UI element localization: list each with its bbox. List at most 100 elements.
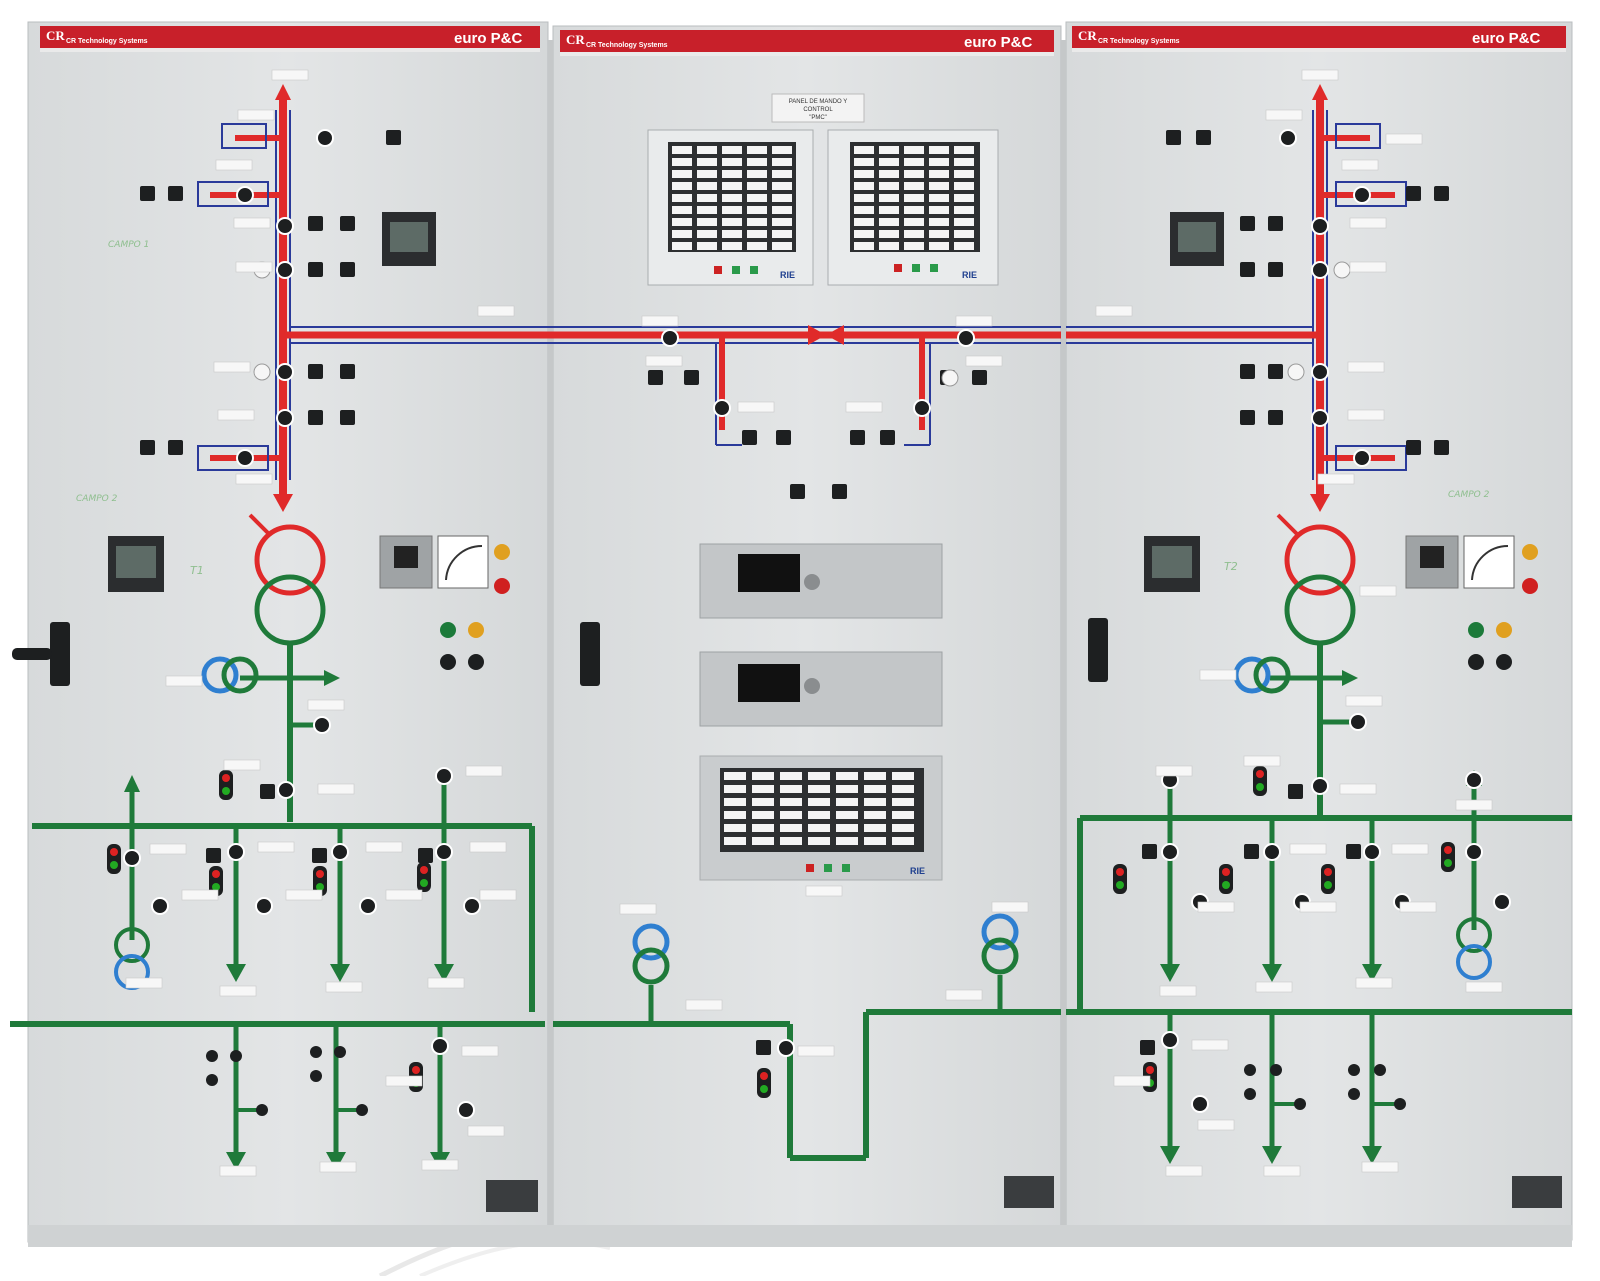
rotary-selector-switch[interactable] bbox=[1311, 217, 1329, 235]
control-push-switch[interactable] bbox=[1288, 784, 1303, 799]
control-push-switch[interactable] bbox=[1166, 130, 1181, 145]
control-push-switch[interactable] bbox=[1240, 364, 1255, 379]
control-push-switch[interactable] bbox=[312, 848, 327, 863]
control-push-switch[interactable] bbox=[684, 370, 699, 385]
control-push-switch[interactable] bbox=[168, 186, 183, 201]
annunciator-control-button[interactable] bbox=[732, 266, 740, 274]
control-push-switch[interactable] bbox=[1244, 844, 1259, 859]
control-push-switch[interactable] bbox=[1434, 440, 1449, 455]
rotary-selector-switch[interactable] bbox=[463, 897, 481, 915]
rotary-selector-switch[interactable] bbox=[255, 897, 273, 915]
control-push-switch[interactable] bbox=[1142, 844, 1157, 859]
control-push-switch[interactable] bbox=[1240, 410, 1255, 425]
black-push-button[interactable] bbox=[440, 654, 456, 670]
rotary-selector-switch[interactable] bbox=[957, 329, 975, 347]
annunciator-control-button[interactable] bbox=[824, 864, 832, 872]
control-push-switch[interactable] bbox=[1406, 440, 1421, 455]
black-push-button[interactable] bbox=[1468, 654, 1484, 670]
control-push-switch[interactable] bbox=[340, 216, 355, 231]
rotary-selector-switch[interactable] bbox=[431, 1037, 449, 1055]
annunciator-control-button[interactable] bbox=[894, 264, 902, 272]
control-push-switch[interactable] bbox=[1346, 844, 1361, 859]
rotary-selector-switch[interactable] bbox=[1191, 1095, 1209, 1113]
rotary-selector-switch[interactable] bbox=[713, 399, 731, 417]
control-push-switch[interactable] bbox=[756, 1040, 771, 1055]
rotary-selector-switch[interactable] bbox=[1493, 893, 1511, 911]
control-push-switch[interactable] bbox=[206, 848, 221, 863]
rotary-selector-switch[interactable] bbox=[661, 329, 679, 347]
control-push-switch[interactable] bbox=[418, 848, 433, 863]
control-push-switch[interactable] bbox=[1196, 130, 1211, 145]
control-push-switch[interactable] bbox=[832, 484, 847, 499]
rotary-selector-switch[interactable] bbox=[1161, 843, 1179, 861]
control-push-switch[interactable] bbox=[260, 784, 275, 799]
rotary-selector-switch[interactable] bbox=[236, 186, 254, 204]
rotary-selector-switch[interactable] bbox=[1311, 261, 1329, 279]
rotary-selector-switch[interactable] bbox=[1465, 771, 1483, 789]
rotary-selector-switch[interactable] bbox=[276, 217, 294, 235]
control-push-switch[interactable] bbox=[140, 186, 155, 201]
annunciator-control-button[interactable] bbox=[714, 266, 722, 274]
rotary-selector-switch[interactable] bbox=[1311, 777, 1329, 795]
rotary-selector-switch[interactable] bbox=[1279, 129, 1297, 147]
control-push-switch[interactable] bbox=[1140, 1040, 1155, 1055]
control-push-switch[interactable] bbox=[790, 484, 805, 499]
control-push-switch[interactable] bbox=[776, 430, 791, 445]
control-push-switch[interactable] bbox=[340, 364, 355, 379]
rotary-selector-switch[interactable] bbox=[359, 897, 377, 915]
black-push-button[interactable] bbox=[1496, 654, 1512, 670]
rotary-selector-switch[interactable] bbox=[457, 1101, 475, 1119]
rotary-selector-switch[interactable] bbox=[276, 261, 294, 279]
black-push-button[interactable] bbox=[468, 654, 484, 670]
control-push-switch[interactable] bbox=[742, 430, 757, 445]
rotary-selector-switch[interactable] bbox=[276, 409, 294, 427]
control-push-switch[interactable] bbox=[386, 130, 401, 145]
door-lever-left[interactable] bbox=[12, 648, 52, 660]
control-push-switch[interactable] bbox=[1268, 364, 1283, 379]
annunciator-control-button[interactable] bbox=[842, 864, 850, 872]
rotary-selector-switch[interactable] bbox=[1465, 843, 1483, 861]
rotary-selector-switch[interactable] bbox=[316, 129, 334, 147]
rotary-selector-switch[interactable] bbox=[123, 849, 141, 867]
rotary-selector-switch[interactable] bbox=[777, 1039, 795, 1057]
control-push-switch[interactable] bbox=[648, 370, 663, 385]
control-push-switch[interactable] bbox=[1268, 216, 1283, 231]
control-push-switch[interactable] bbox=[1406, 186, 1421, 201]
rotary-selector-switch[interactable] bbox=[277, 781, 295, 799]
rotary-selector-switch[interactable] bbox=[276, 363, 294, 381]
rotary-selector-switch[interactable] bbox=[1363, 843, 1381, 861]
control-push-switch[interactable] bbox=[308, 262, 323, 277]
control-push-switch[interactable] bbox=[1268, 262, 1283, 277]
rotary-selector-switch[interactable] bbox=[1349, 713, 1367, 731]
rotary-selector-switch[interactable] bbox=[1353, 186, 1371, 204]
control-push-switch[interactable] bbox=[1268, 410, 1283, 425]
control-push-switch[interactable] bbox=[340, 410, 355, 425]
door-handle-left[interactable] bbox=[50, 622, 70, 686]
annunciator-control-button[interactable] bbox=[930, 264, 938, 272]
door-handle-right[interactable] bbox=[1088, 618, 1108, 682]
rotary-selector-switch[interactable] bbox=[1263, 843, 1281, 861]
rotary-selector-switch[interactable] bbox=[913, 399, 931, 417]
rotary-selector-switch[interactable] bbox=[1353, 449, 1371, 467]
rotary-selector-switch[interactable] bbox=[227, 843, 245, 861]
control-push-switch[interactable] bbox=[168, 440, 183, 455]
control-push-switch[interactable] bbox=[1240, 262, 1255, 277]
control-push-switch[interactable] bbox=[850, 430, 865, 445]
control-push-switch[interactable] bbox=[340, 262, 355, 277]
control-push-switch[interactable] bbox=[140, 440, 155, 455]
control-push-switch[interactable] bbox=[308, 364, 323, 379]
annunciator-control-button[interactable] bbox=[750, 266, 758, 274]
rotary-selector-switch[interactable] bbox=[313, 716, 331, 734]
rotary-selector-switch[interactable] bbox=[1311, 409, 1329, 427]
door-handle-center[interactable] bbox=[580, 622, 600, 686]
rotary-selector-switch[interactable] bbox=[435, 767, 453, 785]
annunciator-control-button[interactable] bbox=[912, 264, 920, 272]
control-push-switch[interactable] bbox=[880, 430, 895, 445]
rotary-selector-switch[interactable] bbox=[236, 449, 254, 467]
control-push-switch[interactable] bbox=[308, 216, 323, 231]
control-push-switch[interactable] bbox=[1434, 186, 1449, 201]
control-push-switch[interactable] bbox=[308, 410, 323, 425]
rotary-selector-switch[interactable] bbox=[1161, 1031, 1179, 1049]
rotary-selector-switch[interactable] bbox=[331, 843, 349, 861]
rotary-selector-switch[interactable] bbox=[435, 843, 453, 861]
